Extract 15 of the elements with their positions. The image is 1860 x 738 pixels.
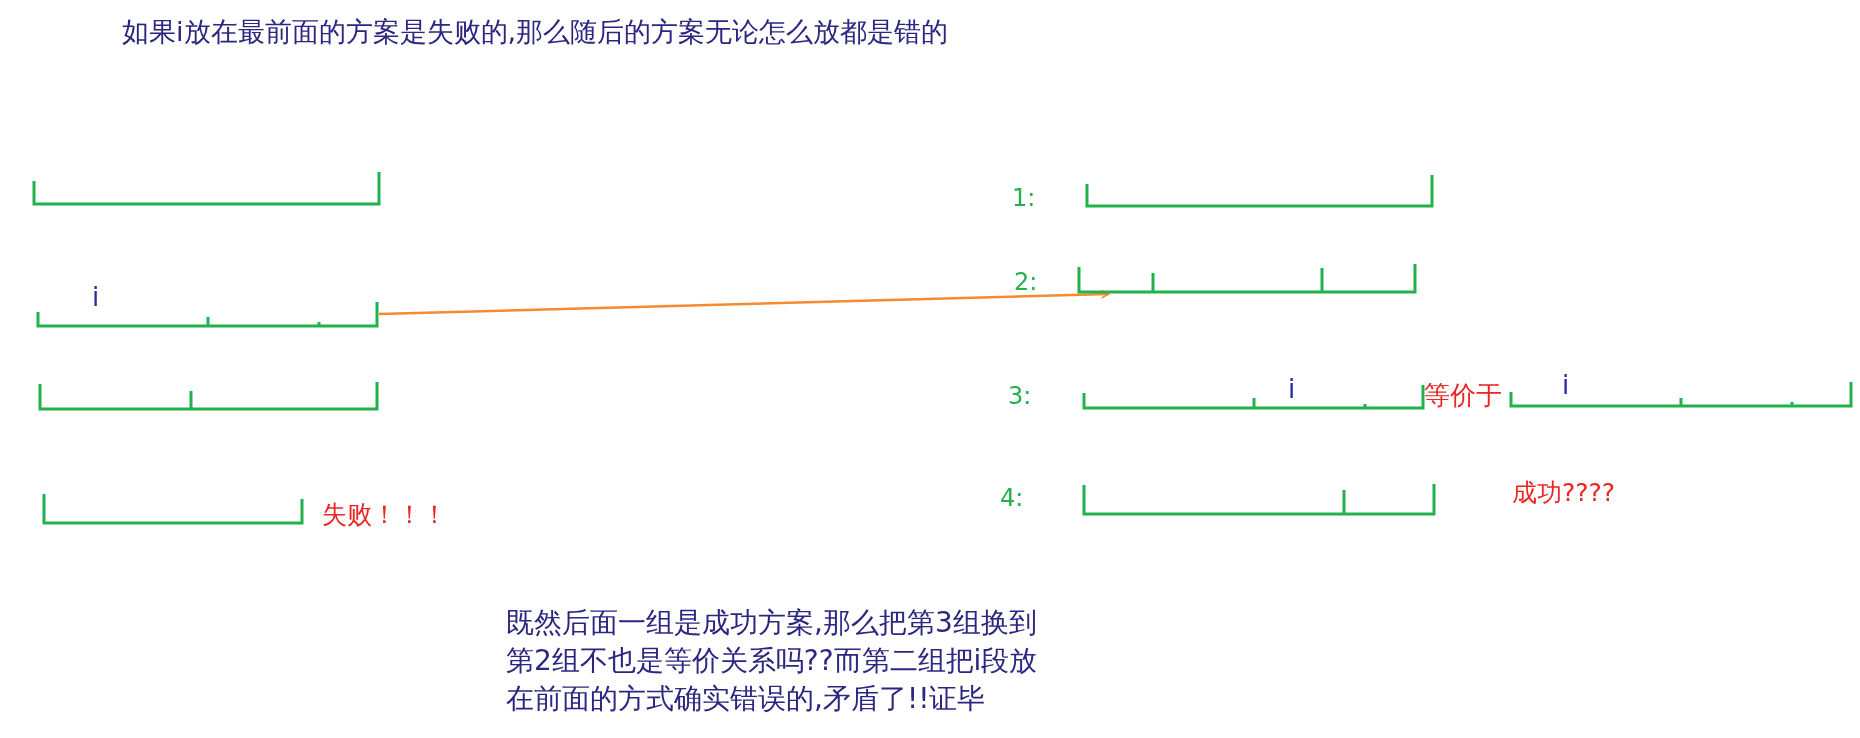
arrow (378, 289, 1110, 316)
segment-marker: i (92, 284, 100, 310)
conclusion-paragraph: 既然后面一组是成功方案,那么把第3组换到第2组不也是等价关系吗??而第二组把i段放在前面的方式确实错误的,矛盾了!!证毕 (506, 605, 1039, 717)
row-number: 4: (1000, 486, 1024, 510)
title: 如果i放在最前面的方案是失败的,那么随后的方案无论怎么放都是错的 (122, 18, 949, 45)
row-number: 1: (1012, 186, 1036, 210)
segment-bracket (38, 380, 379, 411)
relation-note: 等价于 (1424, 382, 1502, 408)
row-number: 3: (1008, 384, 1032, 408)
segment-bracket (32, 170, 381, 206)
failure-note: 失败！！！ (322, 502, 447, 527)
segment-marker: i (1288, 376, 1296, 402)
segment-marker: i (1562, 372, 1570, 398)
success-note: 成功???? (1512, 480, 1616, 505)
row-number: 2: (1014, 270, 1038, 294)
